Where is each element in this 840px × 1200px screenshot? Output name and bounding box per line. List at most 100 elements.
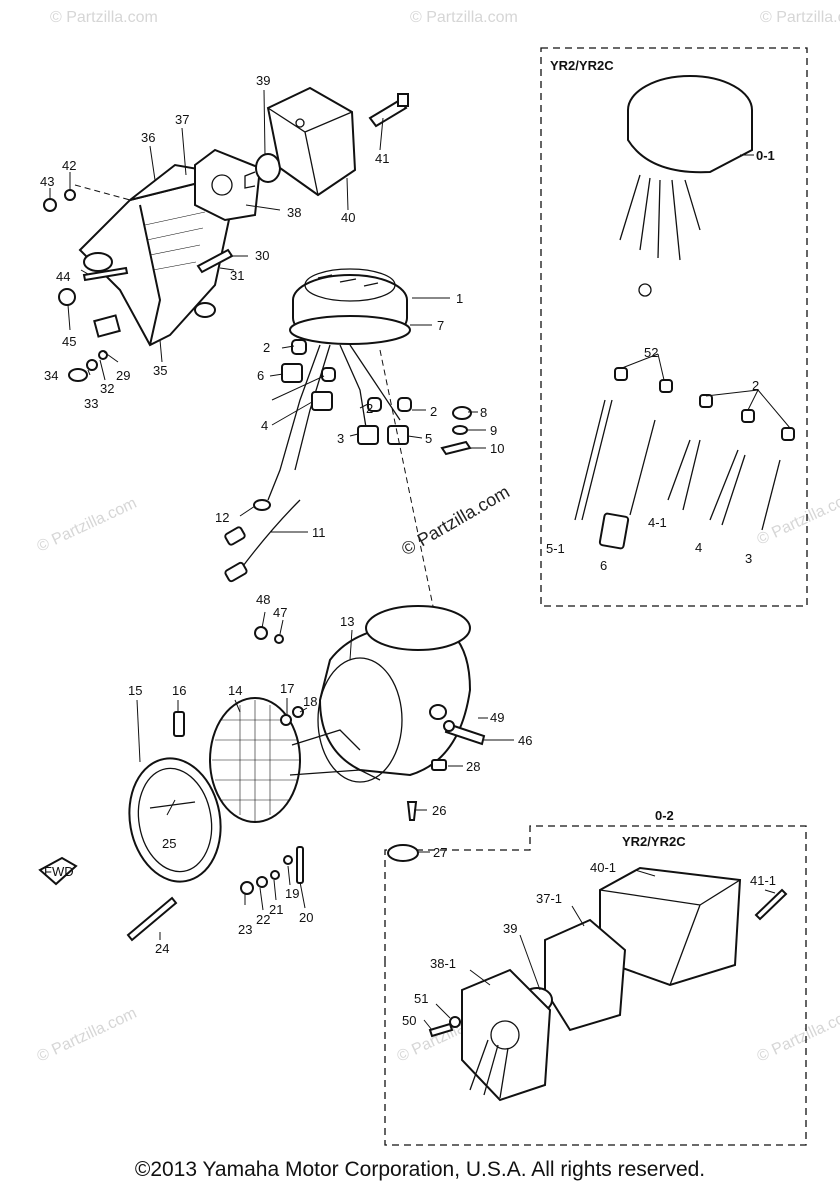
callout-2: 2 [263,340,270,355]
washer [280,714,292,726]
callout-6: 6 [257,368,264,383]
nut [256,876,268,888]
callout-29: 29 [116,368,130,383]
screw [173,711,185,737]
callout-20: 20 [299,910,313,925]
leader-lines [49,89,791,1031]
meter-cable [224,499,301,583]
callout-48: 48 [256,592,270,607]
washer [98,350,108,360]
washer [452,425,468,435]
callout-4-1: 4-1 [648,515,667,530]
bulb-socket [357,425,379,445]
long-screw [126,896,178,942]
callout-49: 49 [490,710,504,725]
tail-light-bracket [78,163,232,347]
callout-16: 16 [172,683,186,698]
callout-14: 14 [228,683,242,698]
reflector-plate [93,314,121,338]
callout-12: 12 [215,510,229,525]
watermark: © Partzilla.com [755,1005,840,1066]
long-screw [82,266,129,282]
callout-30: 30 [255,248,269,263]
callout-6: 6 [600,558,607,573]
callout-4: 4 [695,540,702,555]
bulb-socket [311,391,333,411]
watermark: © Partzilla.com [35,495,140,556]
callout-25: 25 [162,836,176,851]
callout-18: 18 [303,694,317,709]
callout-41-1: 41-1 [750,873,776,888]
grommet [431,759,447,771]
callout-9: 9 [490,423,497,438]
tail-light-lens [194,148,262,222]
callout-32: 32 [100,381,114,396]
nut [58,288,76,306]
watermark: © Partzilla.com [410,9,518,26]
washer [86,359,98,371]
guide-line [379,349,441,641]
callout-33: 33 [84,396,98,411]
callout-43: 43 [40,174,54,189]
callout-19: 19 [285,886,299,901]
callout-8: 8 [480,405,487,420]
inset-base [461,968,552,1102]
callout-2: 2 [430,404,437,419]
callout-5-1: 5-1 [546,541,565,556]
callout-4: 4 [261,418,268,433]
callout-38: 38 [287,205,301,220]
spring [296,846,304,884]
callout-26: 26 [432,803,446,818]
washer [449,1016,461,1028]
cover-bolt [368,93,409,128]
callout-31: 31 [230,268,244,283]
fwd-arrow [38,856,78,886]
fwd-label: FWD [44,864,74,879]
callout-45: 45 [62,334,76,349]
callout-40-1: 40-1 [590,860,616,875]
bracket [440,440,472,456]
callout-40: 40 [341,210,355,225]
headlight-unit [209,697,381,823]
bulb-socket [387,425,409,445]
washer [443,720,455,732]
bulb [291,339,307,355]
nut [283,855,293,865]
callout-39: 39 [503,921,517,936]
callout-37: 37 [175,112,189,127]
watermark: © Partzilla.com [760,9,840,26]
callout-2: 2 [752,378,759,393]
callout-46: 46 [518,733,532,748]
meter-wiring [267,344,401,501]
callout-39: 39 [256,73,270,88]
copyright-notice: ©2013 Yamaha Motor Corporation, U.S.A. A… [134,1158,706,1181]
callout-27: 27 [433,845,447,860]
tail-light-cover [266,86,357,197]
callout-5: 5 [425,431,432,446]
callout-15: 15 [128,683,142,698]
subassembly-code: 0-2 [655,808,674,823]
callout-37-1: 37-1 [536,891,562,906]
bolt [406,801,418,821]
inset-tail-cover [599,866,742,987]
inset-speedometer [619,75,753,297]
callout-34: 34 [44,368,58,383]
callout-24: 24 [155,941,169,956]
subassembly-label: YR2/YR2C [550,58,614,73]
callout-0-1: 0-1 [756,148,775,163]
nut [68,368,88,382]
watermark: © Partzilla.com [50,9,158,26]
washer [240,881,254,895]
callout-42: 42 [62,158,76,173]
callout-52: 52 [644,345,658,360]
guide-line [74,184,131,201]
inset-bulbs [574,367,795,550]
callout-47: 47 [273,605,287,620]
callout-35: 35 [153,363,167,378]
callout-1: 1 [456,291,463,306]
callout-3: 3 [745,551,752,566]
callout-50: 50 [402,1013,416,1028]
callout-51: 51 [414,991,428,1006]
callout-23: 23 [238,922,252,937]
